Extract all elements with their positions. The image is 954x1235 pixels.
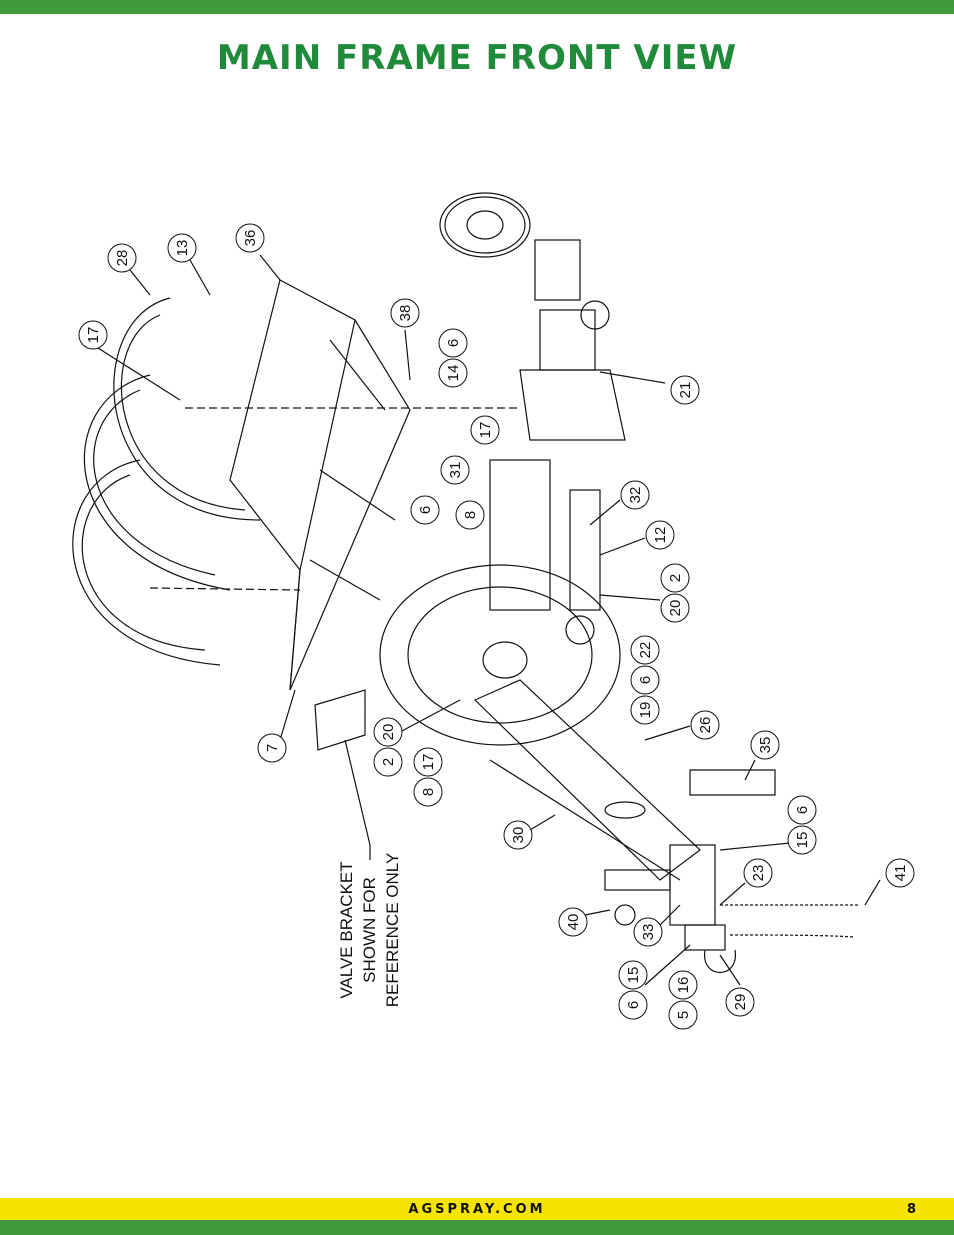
note-line-3: REFERENCE ONLY (383, 853, 402, 1008)
callout-label: 22 (637, 642, 654, 659)
callout-label: 20 (380, 724, 397, 741)
callout-label: 12 (652, 527, 669, 544)
callout-label: 6 (625, 1001, 642, 1009)
callout-label: 14 (445, 365, 462, 382)
callout-label: 2 (380, 758, 397, 766)
callout-label: 35 (757, 737, 774, 754)
note-line-1: VALVE BRACKET (337, 861, 356, 998)
callout-label: 29 (732, 994, 749, 1011)
callout-label: 8 (420, 788, 437, 796)
callout-label: 32 (627, 487, 644, 504)
callout-label: 30 (510, 827, 527, 844)
callout-label: 36 (242, 230, 259, 247)
callout-label: 13 (174, 240, 191, 257)
callout-label: 6 (445, 339, 462, 347)
callout-label: 20 (667, 600, 684, 617)
callout-label: 41 (892, 865, 909, 882)
callout-label: 31 (447, 462, 464, 479)
callout-label: 6 (417, 506, 434, 514)
footer-url: AGSPRAY.COM (408, 1202, 546, 1217)
callout-label: 38 (397, 305, 414, 322)
footer-yellow-bar (0, 1198, 954, 1220)
page-number: 8 (906, 1202, 916, 1217)
callout-label: 23 (750, 865, 767, 882)
callout-label: 15 (794, 832, 811, 849)
callout-label: 28 (114, 250, 131, 267)
callout-label: 26 (697, 717, 714, 734)
callout-label: 6 (794, 806, 811, 814)
callout-label: 17 (85, 327, 102, 344)
top-green-bar (0, 0, 954, 14)
callout-label: 17 (420, 754, 437, 771)
callout-label: 19 (637, 702, 654, 719)
callout-label: 5 (675, 1011, 692, 1019)
callout-label: 16 (675, 977, 692, 994)
valve-bracket-note: VALVE BRACKET SHOWN FOR REFERENCE ONLY (337, 853, 402, 1008)
callout-label: 33 (640, 924, 657, 941)
callout-labels: 28 13 36 17 38 6 14 21 17 31 32 6 8 12 2… (85, 230, 909, 1020)
callout-label: 6 (637, 676, 654, 684)
footer-green-bar (0, 1220, 954, 1235)
callout-label: 40 (565, 914, 582, 931)
callout-label: 2 (667, 574, 684, 582)
callout-label: 21 (677, 382, 694, 399)
callout-label: 15 (625, 967, 642, 984)
page-title: MAIN FRAME FRONT VIEW (216, 38, 738, 78)
callout-label: 8 (462, 511, 479, 519)
callout-label: 7 (264, 744, 281, 752)
callout-label: 17 (477, 422, 494, 439)
note-line-2: SHOWN FOR (360, 877, 379, 983)
